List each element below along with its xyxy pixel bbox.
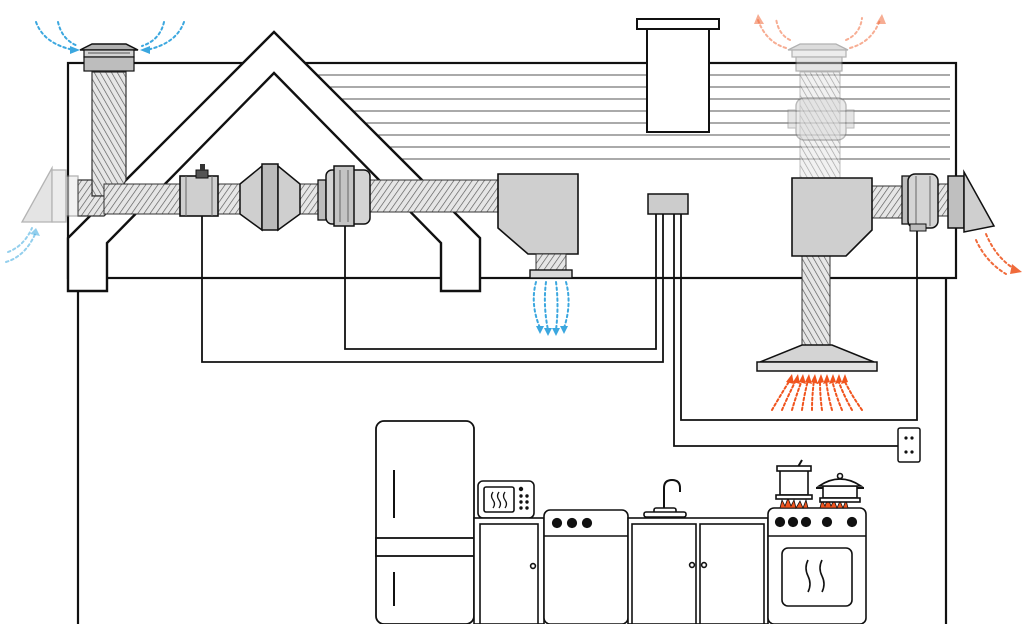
dotted-orange-arrow-heads: [754, 14, 1022, 274]
kitchen-cabinets: [473, 517, 545, 624]
hood-vertical-duct: [801, 254, 831, 348]
inline-fan: [239, 163, 301, 232]
dotted-red-heat-arrow-icon: [771, 379, 863, 411]
refrigerator: [375, 420, 475, 624]
exhaust-inline-fan: [901, 173, 939, 232]
control-box: [647, 193, 689, 215]
chimney: [636, 18, 720, 133]
stove: [767, 507, 867, 624]
air-filter: [317, 165, 371, 227]
exhaust-junction-box: [791, 177, 873, 257]
sink-faucet: [643, 478, 687, 518]
damper: [179, 164, 219, 217]
dotted-blue-arrow-icon: [5, 21, 570, 331]
dishwasher: [543, 509, 629, 624]
range-hood: [756, 344, 878, 372]
pot-icon: [775, 459, 813, 500]
control-wiring: [201, 212, 918, 447]
supply-plenum: [497, 173, 579, 279]
exhaust-roof-cap: [787, 43, 849, 72]
microwave: [477, 480, 535, 519]
exhaust-roof-fan: [787, 97, 855, 141]
wall-exhaust-hood: [947, 169, 996, 233]
dotted-blue-arrow-heads: [30, 46, 568, 336]
fresh-air-roof-cap: [79, 43, 139, 72]
roof-gable: [66, 30, 482, 293]
flex-duct: [103, 183, 185, 215]
dotted-red-heat-arrow-heads: [786, 374, 848, 384]
flex-duct: [369, 179, 501, 213]
fresh-air-vertical-duct: [91, 71, 127, 197]
flex-duct: [217, 183, 241, 215]
wall-intake-hood: [20, 165, 79, 223]
wall-outlet: [897, 427, 921, 463]
kitchen-cabinets: [627, 517, 769, 624]
pot-lid-icon: [816, 472, 864, 503]
